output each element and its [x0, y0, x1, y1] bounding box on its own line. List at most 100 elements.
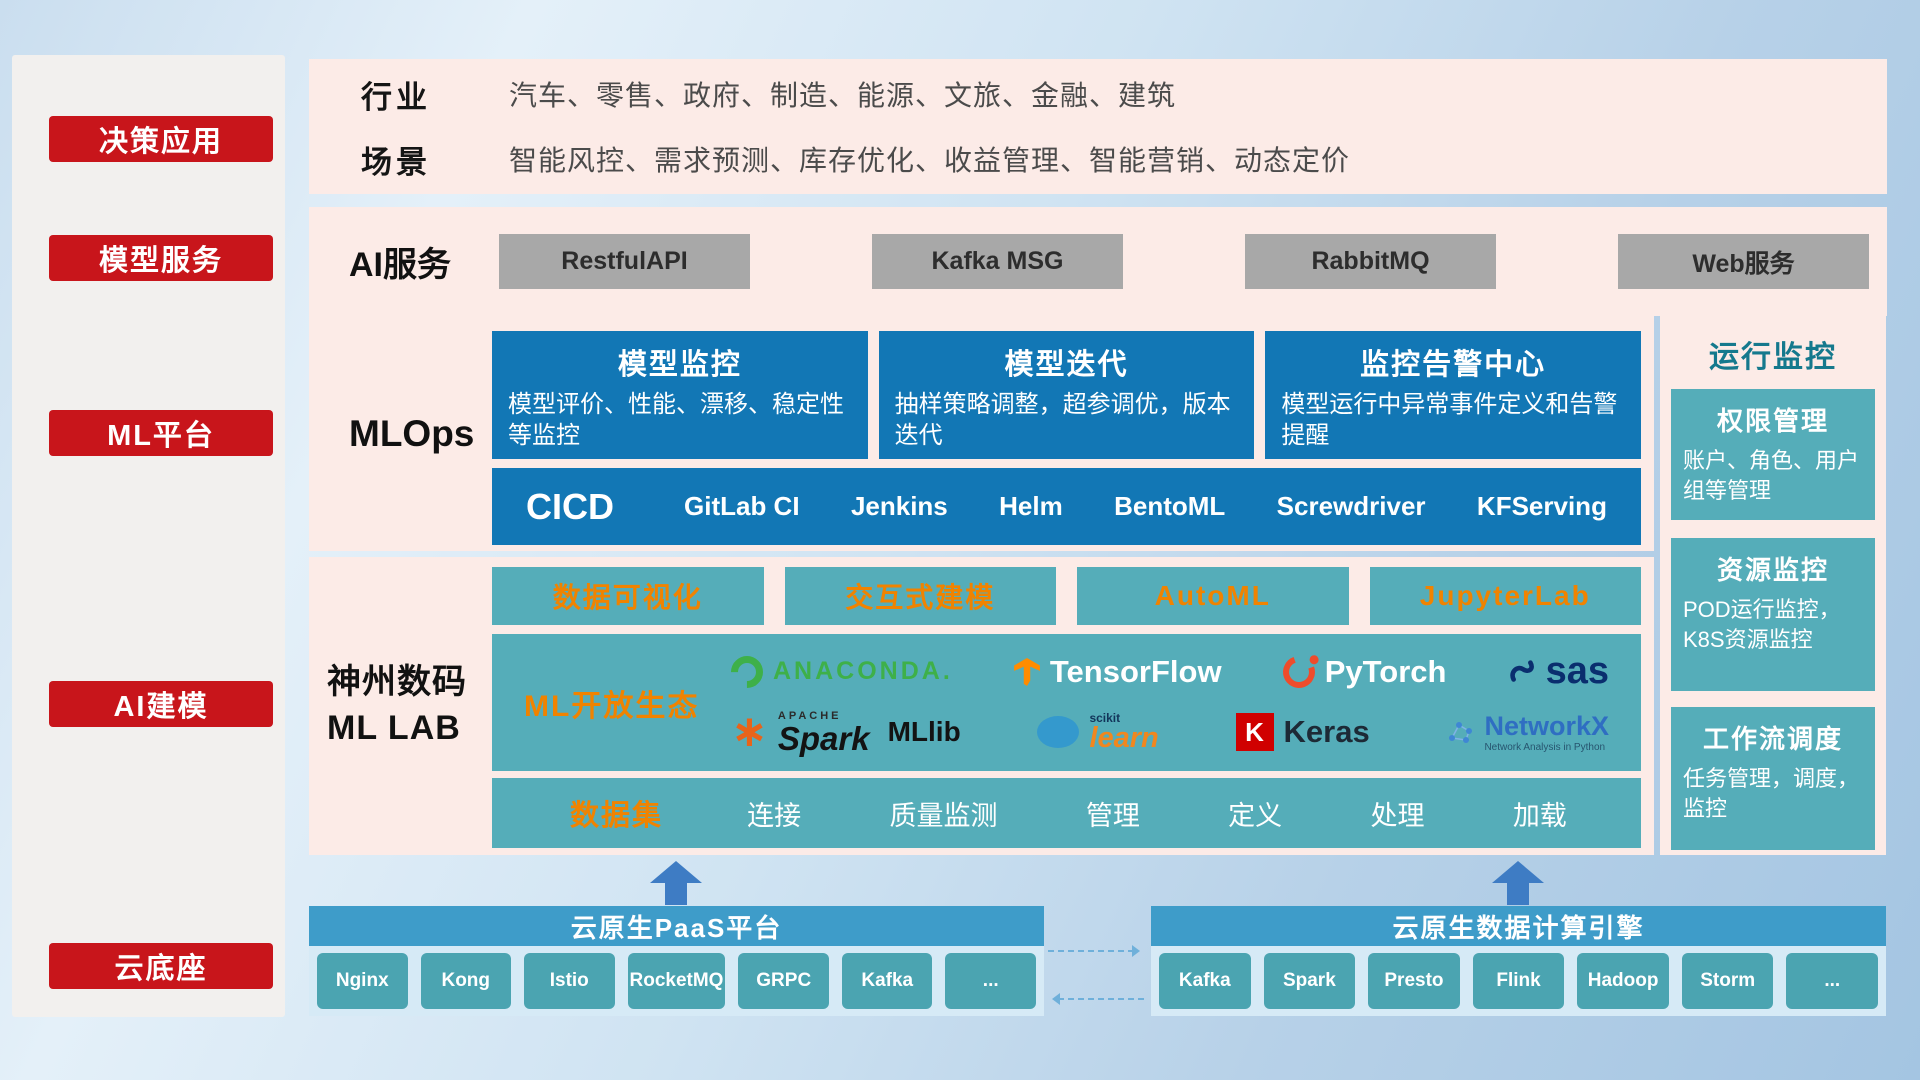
ecosystem-logos: ANACONDA. TensorFlow PyTorch sas — [707, 634, 1633, 771]
industry-line: 行业 汽车、零售、政府、制造、能源、文旅、金融、建筑 — [309, 72, 1887, 117]
networkx-logo: NetworkX Network Analysis in Python — [1446, 711, 1609, 753]
cicd-tool-screwdriver: Screwdriver — [1276, 491, 1426, 521]
up-arrow-paas — [650, 861, 702, 905]
scikit-learn-wordmark: scikit learn — [1089, 711, 1158, 753]
cicd-bar: CICD GitLab CI Jenkins Helm BentoML Scre… — [492, 468, 1641, 545]
button-kafka-msg[interactable]: Kafka MSG — [872, 234, 1123, 289]
chip-flink[interactable]: Flink — [1472, 953, 1565, 1009]
card-permission-management: 权限管理 账户、角色、用户组等管理 — [1671, 389, 1875, 520]
chip-istio[interactable]: Istio — [524, 953, 615, 1009]
spark-mllib-logo: ∗ APACHE Spark MLlib — [731, 710, 961, 755]
card-desc: 模型运行中异常事件定义和告警提醒 — [1281, 391, 1618, 450]
sidebar-item-ai-modeling[interactable]: AI建模 — [49, 681, 273, 727]
card-desc: 任务管理，调度，监控 — [1683, 766, 1860, 821]
cicd-tool-kfserving: KFServing — [1476, 491, 1607, 521]
pytorch-logo: PyTorch — [1277, 650, 1447, 694]
chip-hadoop[interactable]: Hadoop — [1577, 953, 1669, 1009]
mlops-panel: MLOps 模型监控 模型评价、性能、漂移、稳定性等监控 模型迭代 抽样策略调整… — [309, 316, 1654, 551]
card-title: 模型监控 — [617, 349, 742, 381]
spark-wordmark: APACHE Spark — [778, 710, 870, 755]
tensorflow-icon — [1013, 657, 1040, 686]
card-model-iteration: 模型迭代 抽样策略调整，超参调优，版本迭代 — [878, 331, 1255, 459]
chip-storm[interactable]: Storm — [1681, 953, 1774, 1009]
chip-presto[interactable]: Presto — [1368, 953, 1460, 1009]
spark-word: Spark — [777, 719, 870, 757]
scikit-label: scikit — [1089, 711, 1121, 726]
cicd-label: CICD — [526, 485, 614, 527]
chip-kafka[interactable]: Kafka — [841, 953, 933, 1009]
industry-label: 行业 — [361, 79, 431, 115]
ecosystem-logo-row-2: ∗ APACHE Spark MLlib scikit learn — [707, 710, 1633, 755]
scenario-label: 场景 — [361, 144, 431, 180]
tensorflow-logo: TensorFlow — [1013, 654, 1222, 690]
button-jupyterlab[interactable]: JupyterLab — [1369, 567, 1641, 625]
pytorch-wordmark: PyTorch — [1324, 653, 1447, 689]
mllab-label: 神州数码 ML LAB — [327, 660, 467, 752]
card-model-monitoring: 模型监控 模型评价、性能、漂移、稳定性等监控 — [492, 331, 868, 459]
networkx-icon — [1449, 722, 1473, 744]
arrow-head — [650, 861, 702, 883]
card-alert-center: 监控告警中心 模型运行中异常事件定义和告警提醒 — [1265, 331, 1642, 459]
card-desc: 抽样策略调整，超参调优，版本迭代 — [894, 391, 1231, 450]
dataset-items: 连接 质量监测 管理 定义 处理 加载 — [703, 794, 1611, 833]
anaconda-wordmark: ANACONDA. — [773, 657, 953, 686]
card-desc: 账户、角色、用户组等管理 — [1683, 448, 1860, 503]
card-title: 工作流调度 — [1702, 724, 1843, 754]
ai-service-panel: AI服务 RestfulAPI Kafka MSG RabbitMQ Web服务 — [309, 207, 1887, 316]
mlops-cards: 模型监控 模型评价、性能、漂移、稳定性等监控 模型迭代 抽样策略调整，超参调优，… — [492, 331, 1642, 459]
dataset-bar: 数据集 连接 质量监测 管理 定义 处理 加载 — [492, 778, 1641, 848]
networkx-word: NetworkX — [1484, 711, 1609, 742]
industry-list: 汽车、零售、政府、制造、能源、文旅、金融、建筑 — [509, 80, 1177, 111]
spark-icon: ∗ — [731, 707, 768, 757]
chip-more[interactable]: ... — [945, 953, 1036, 1009]
dashed-arrow-right-icon — [1048, 945, 1140, 957]
chip-spark[interactable]: Spark — [1263, 953, 1356, 1009]
industry-scenario-panel: 行业 汽车、零售、政府、制造、能源、文旅、金融、建筑 场景 智能风控、需求预测、… — [309, 59, 1887, 194]
chip-grpc[interactable]: GRPC — [738, 953, 829, 1009]
mllab-label-line1: 神州数码 — [327, 663, 467, 702]
paas-foundation: 云原生PaaS平台 Nginx Kong Istio RocketMQ GRPC… — [309, 906, 1044, 1016]
mllab-label-line2: ML LAB — [327, 709, 461, 747]
button-automl[interactable]: AutoML — [1077, 567, 1349, 625]
chip-rocketmq[interactable]: RocketMQ — [627, 953, 726, 1009]
sidebar-item-decision-apps[interactable]: 决策应用 — [49, 116, 273, 162]
chip-kong[interactable]: Kong — [420, 953, 511, 1009]
cicd-tool-gitlab-ci: GitLab CI — [684, 491, 800, 521]
scenario-list: 智能风控、需求预测、库存优化、收益管理、智能营销、动态定价 — [509, 145, 1351, 176]
networkx-subtitle: Network Analysis in Python — [1484, 742, 1606, 754]
button-rabbitmq[interactable]: RabbitMQ — [1245, 234, 1496, 289]
sidebar-item-model-service[interactable]: 模型服务 — [49, 235, 273, 281]
apache-label: APACHE — [777, 709, 842, 722]
monitor-title: 运行监控 — [1709, 341, 1837, 374]
button-web-service[interactable]: Web服务 — [1618, 234, 1869, 289]
arrow-stem — [1507, 883, 1529, 905]
sidebar-item-ml-platform[interactable]: ML平台 — [49, 410, 273, 456]
anaconda-icon — [724, 649, 770, 695]
card-desc: 模型评价、性能、漂移、稳定性等监控 — [508, 391, 844, 450]
dataset-item-load: 加载 — [1512, 800, 1567, 831]
chip-kafka[interactable]: Kafka — [1159, 953, 1251, 1009]
mllab-panel: 神州数码 ML LAB 数据可视化 交互式建模 AutoML JupyterLa… — [309, 557, 1654, 855]
button-restfulapi[interactable]: RestfulAPI — [499, 234, 750, 289]
mllab-feature-row: 数据可视化 交互式建模 AutoML JupyterLab — [492, 567, 1641, 625]
foundation-link-arrows — [1046, 936, 1148, 1020]
chip-nginx[interactable]: Nginx — [317, 953, 408, 1009]
button-interactive-modeling[interactable]: 交互式建模 — [784, 567, 1056, 625]
card-title: 模型迭代 — [1004, 349, 1129, 381]
scikit-learn-icon — [1037, 716, 1080, 749]
ai-service-label: AI服务 — [349, 246, 451, 284]
sidebar-item-cloud-base[interactable]: 云底座 — [49, 943, 273, 989]
card-title: 权限管理 — [1716, 406, 1829, 436]
cicd-tools: GitLab CI Jenkins Helm BentoML Screwdriv… — [684, 491, 1607, 522]
ecosystem-logo-row-1: ANACONDA. TensorFlow PyTorch sas — [707, 649, 1633, 695]
engine-title: 云原生数据计算引擎 — [1151, 906, 1886, 946]
chip-more[interactable]: ... — [1786, 953, 1879, 1009]
keras-wordmark: Keras — [1283, 714, 1370, 750]
dataset-item-process: 处理 — [1370, 800, 1425, 831]
sas-icon — [1509, 660, 1534, 682]
ai-service-buttons: RestfulAPI Kafka MSG RabbitMQ Web服务 — [499, 234, 1887, 289]
button-data-visualization[interactable]: 数据可视化 — [492, 567, 764, 625]
arrow-stem — [665, 883, 687, 905]
paas-title: 云原生PaaS平台 — [309, 906, 1044, 946]
